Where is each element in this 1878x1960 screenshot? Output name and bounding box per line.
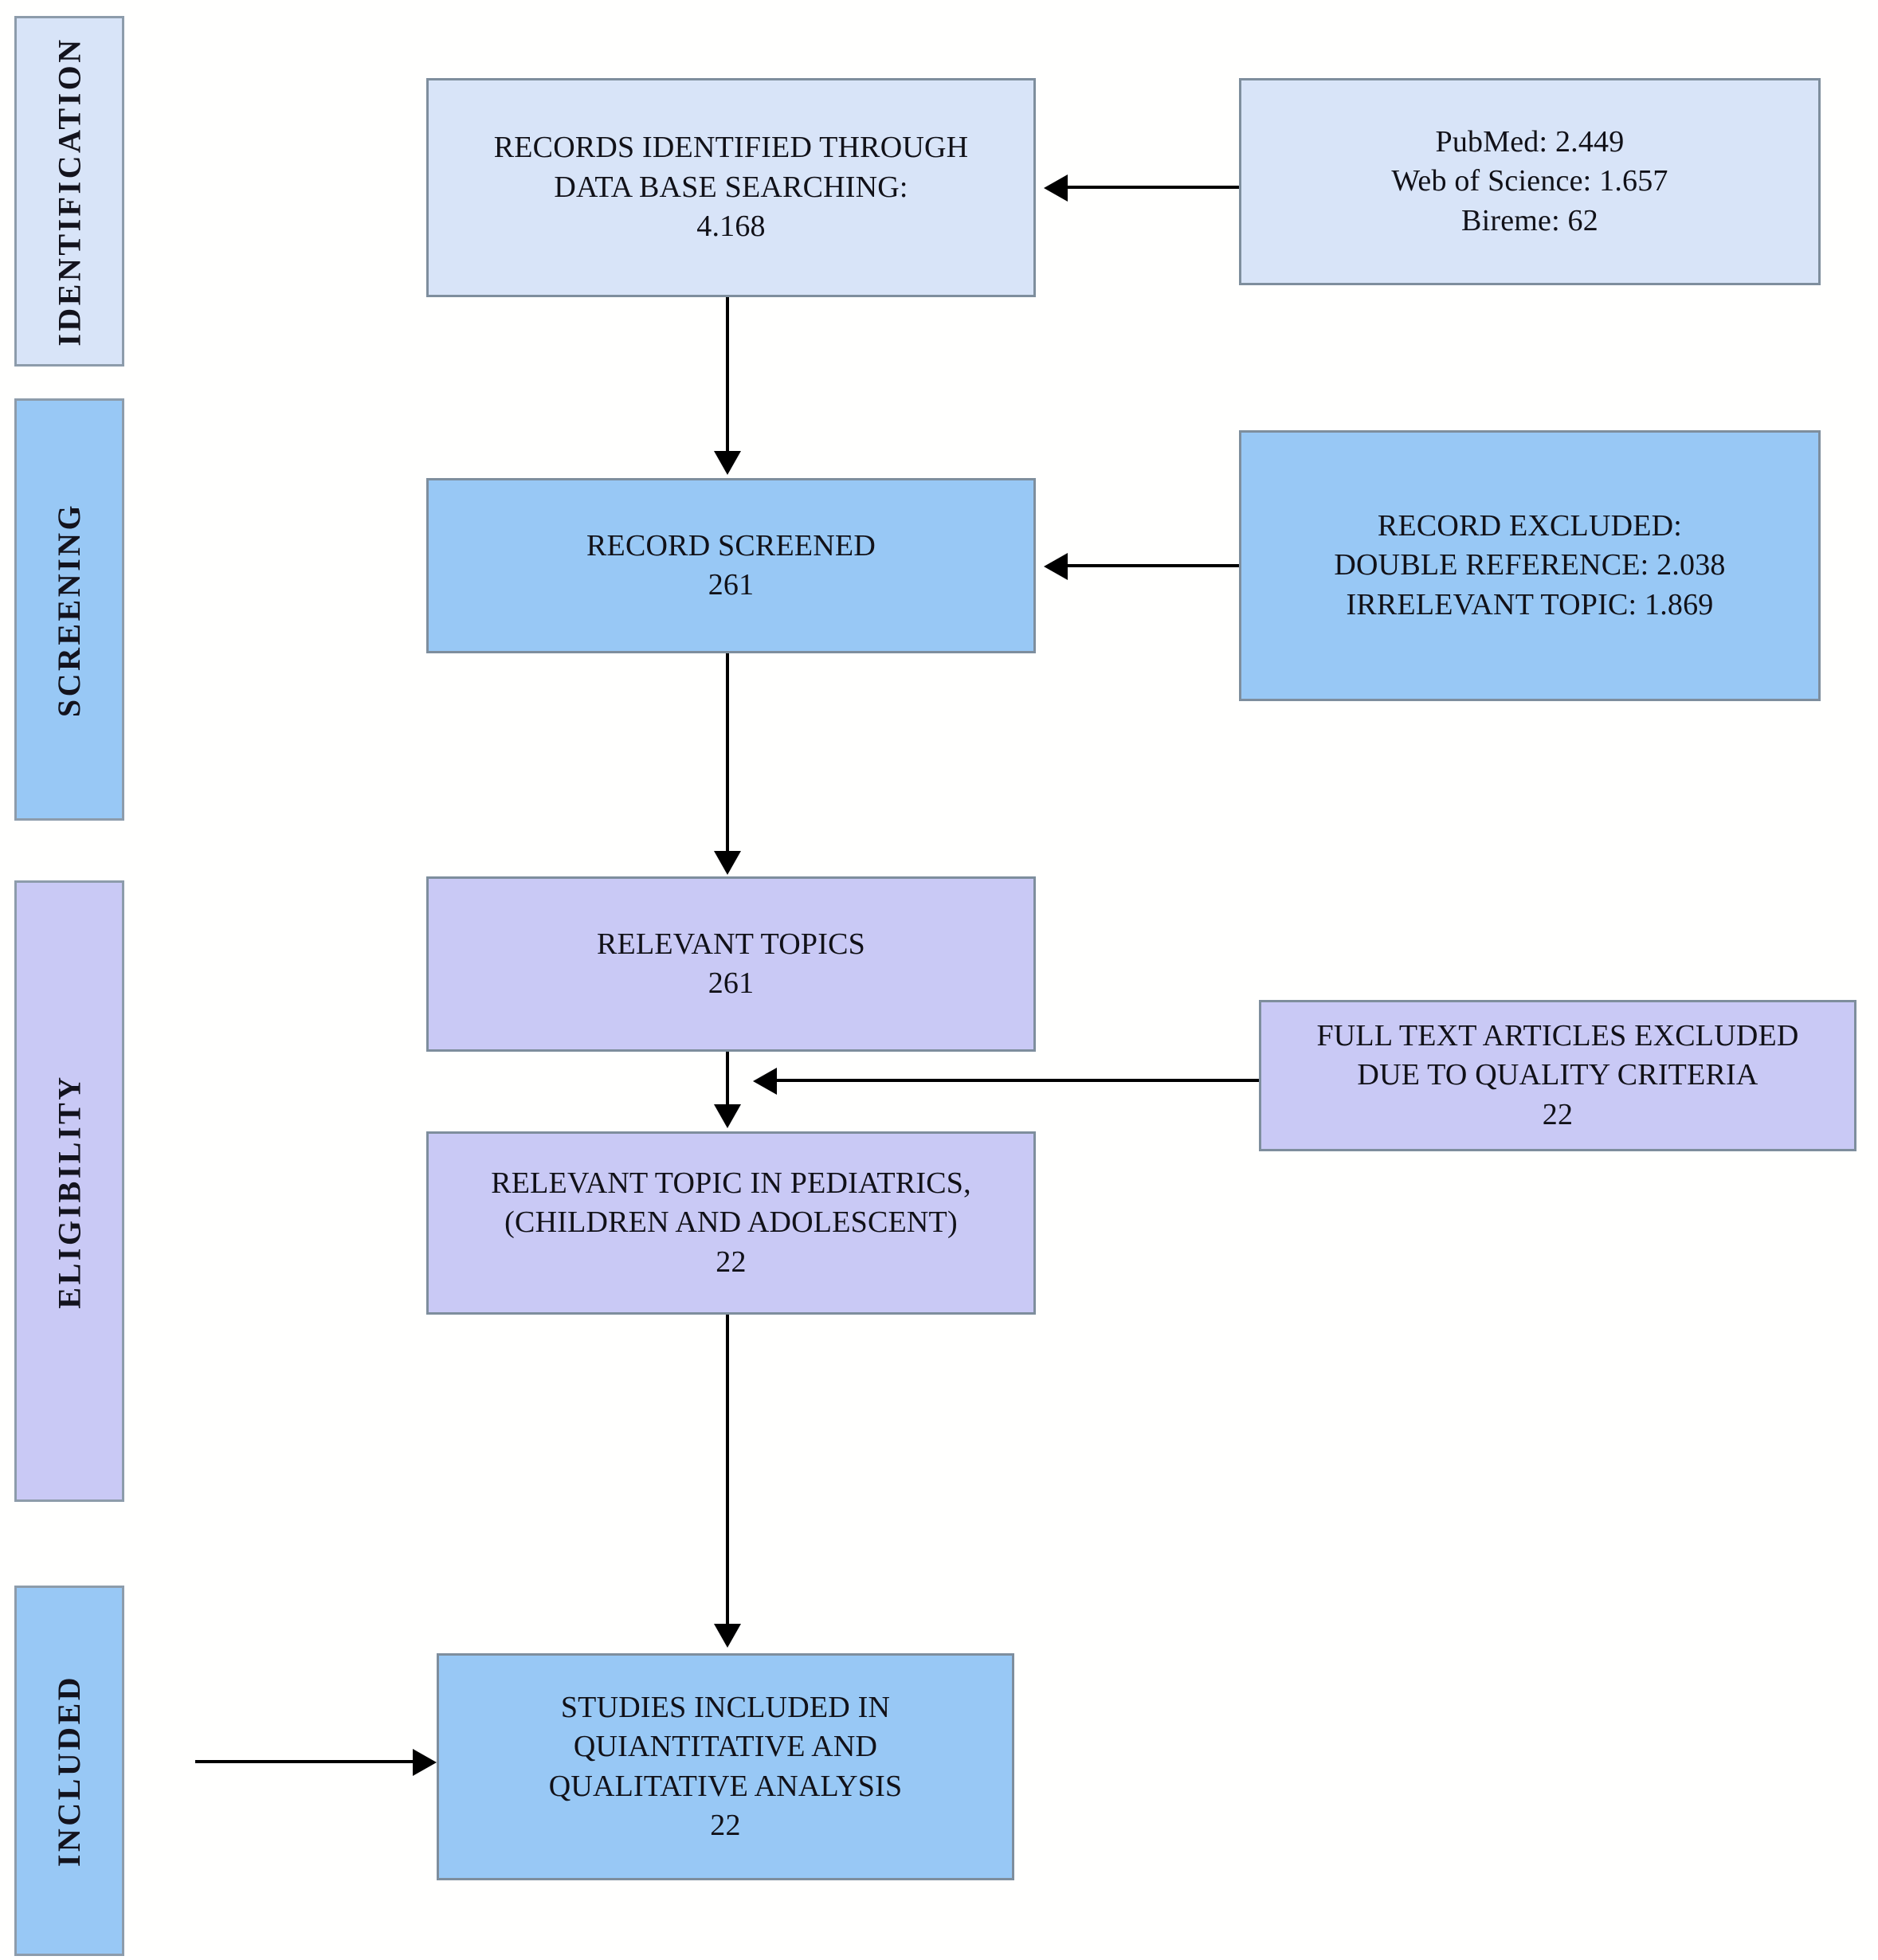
connector-pediatrics-to-studies-line bbox=[726, 1315, 729, 1625]
stage-label-identification: IDENTIFICATION bbox=[14, 16, 124, 367]
connector-included-to-studies-arrowhead-icon bbox=[413, 1749, 437, 1776]
stage-label-identification-text: IDENTIFICATION bbox=[51, 36, 88, 347]
node-relevant-pediatrics-text: RELEVANT TOPIC IN PEDIATRICS, (CHILDREN … bbox=[491, 1166, 971, 1279]
node-databases-text: PubMed: 2.449 Web of Science: 1.657 Bire… bbox=[1391, 124, 1668, 237]
node-databases: PubMed: 2.449 Web of Science: 1.657 Bire… bbox=[1239, 78, 1821, 285]
node-studies-included-text: STUDIES INCLUDED IN QUIANTITATIVE AND QU… bbox=[548, 1690, 903, 1842]
connector-records-to-screened-arrowhead-icon bbox=[714, 451, 741, 475]
connector-databases-to-records-arrowhead-icon bbox=[1044, 174, 1068, 202]
node-records-identified-text: RECORDS IDENTIFIED THROUGH DATA BASE SEA… bbox=[493, 131, 969, 244]
stage-label-included: INCLUDED bbox=[14, 1586, 124, 1956]
node-studies-included: STUDIES INCLUDED IN QUIANTITATIVE AND QU… bbox=[437, 1653, 1014, 1880]
stage-label-included-text: INCLUDED bbox=[51, 1674, 88, 1868]
connector-fulltext-to-chain-line bbox=[777, 1079, 1259, 1082]
stage-label-eligibility: ELIGIBILITY bbox=[14, 880, 124, 1502]
connector-included-to-studies-line bbox=[195, 1760, 414, 1763]
node-record-excluded: RECORD EXCLUDED: DOUBLE REFERENCE: 2.038… bbox=[1239, 430, 1821, 701]
connector-excluded-to-screened-arrowhead-icon bbox=[1044, 553, 1068, 580]
stage-label-screening: SCREENING bbox=[14, 398, 124, 821]
node-fulltext-excluded: FULL TEXT ARTICLES EXCLUDED DUE TO QUALI… bbox=[1259, 1000, 1856, 1151]
connector-databases-to-records-line bbox=[1068, 186, 1239, 189]
connector-screened-to-relevant-arrowhead-icon bbox=[714, 851, 741, 875]
stage-label-screening-text: SCREENING bbox=[51, 502, 88, 717]
node-relevant-topics-text: RELEVANT TOPICS 261 bbox=[597, 927, 865, 1000]
connector-records-to-screened-line bbox=[726, 297, 729, 453]
node-record-screened-text: RECORD SCREENED 261 bbox=[586, 528, 876, 602]
node-record-screened: RECORD SCREENED 261 bbox=[426, 478, 1036, 653]
node-relevant-pediatrics: RELEVANT TOPIC IN PEDIATRICS, (CHILDREN … bbox=[426, 1131, 1036, 1315]
connector-pediatrics-to-studies-arrowhead-icon bbox=[714, 1624, 741, 1648]
connector-fulltext-to-chain-arrowhead-icon bbox=[753, 1068, 777, 1095]
node-relevant-topics: RELEVANT TOPICS 261 bbox=[426, 876, 1036, 1052]
stage-label-eligibility-text: ELIGIBILITY bbox=[51, 1073, 88, 1309]
connector-excluded-to-screened-line bbox=[1068, 564, 1239, 567]
node-fulltext-excluded-text: FULL TEXT ARTICLES EXCLUDED DUE TO QUALI… bbox=[1316, 1018, 1799, 1131]
node-records-identified: RECORDS IDENTIFIED THROUGH DATA BASE SEA… bbox=[426, 78, 1036, 297]
connector-screened-to-relevant-line bbox=[726, 653, 729, 853]
node-record-excluded-text: RECORD EXCLUDED: DOUBLE REFERENCE: 2.038… bbox=[1334, 508, 1726, 621]
connector-relevant-to-pediatrics-arrowhead-icon bbox=[714, 1104, 741, 1128]
connector-relevant-to-pediatrics-line bbox=[726, 1052, 729, 1106]
